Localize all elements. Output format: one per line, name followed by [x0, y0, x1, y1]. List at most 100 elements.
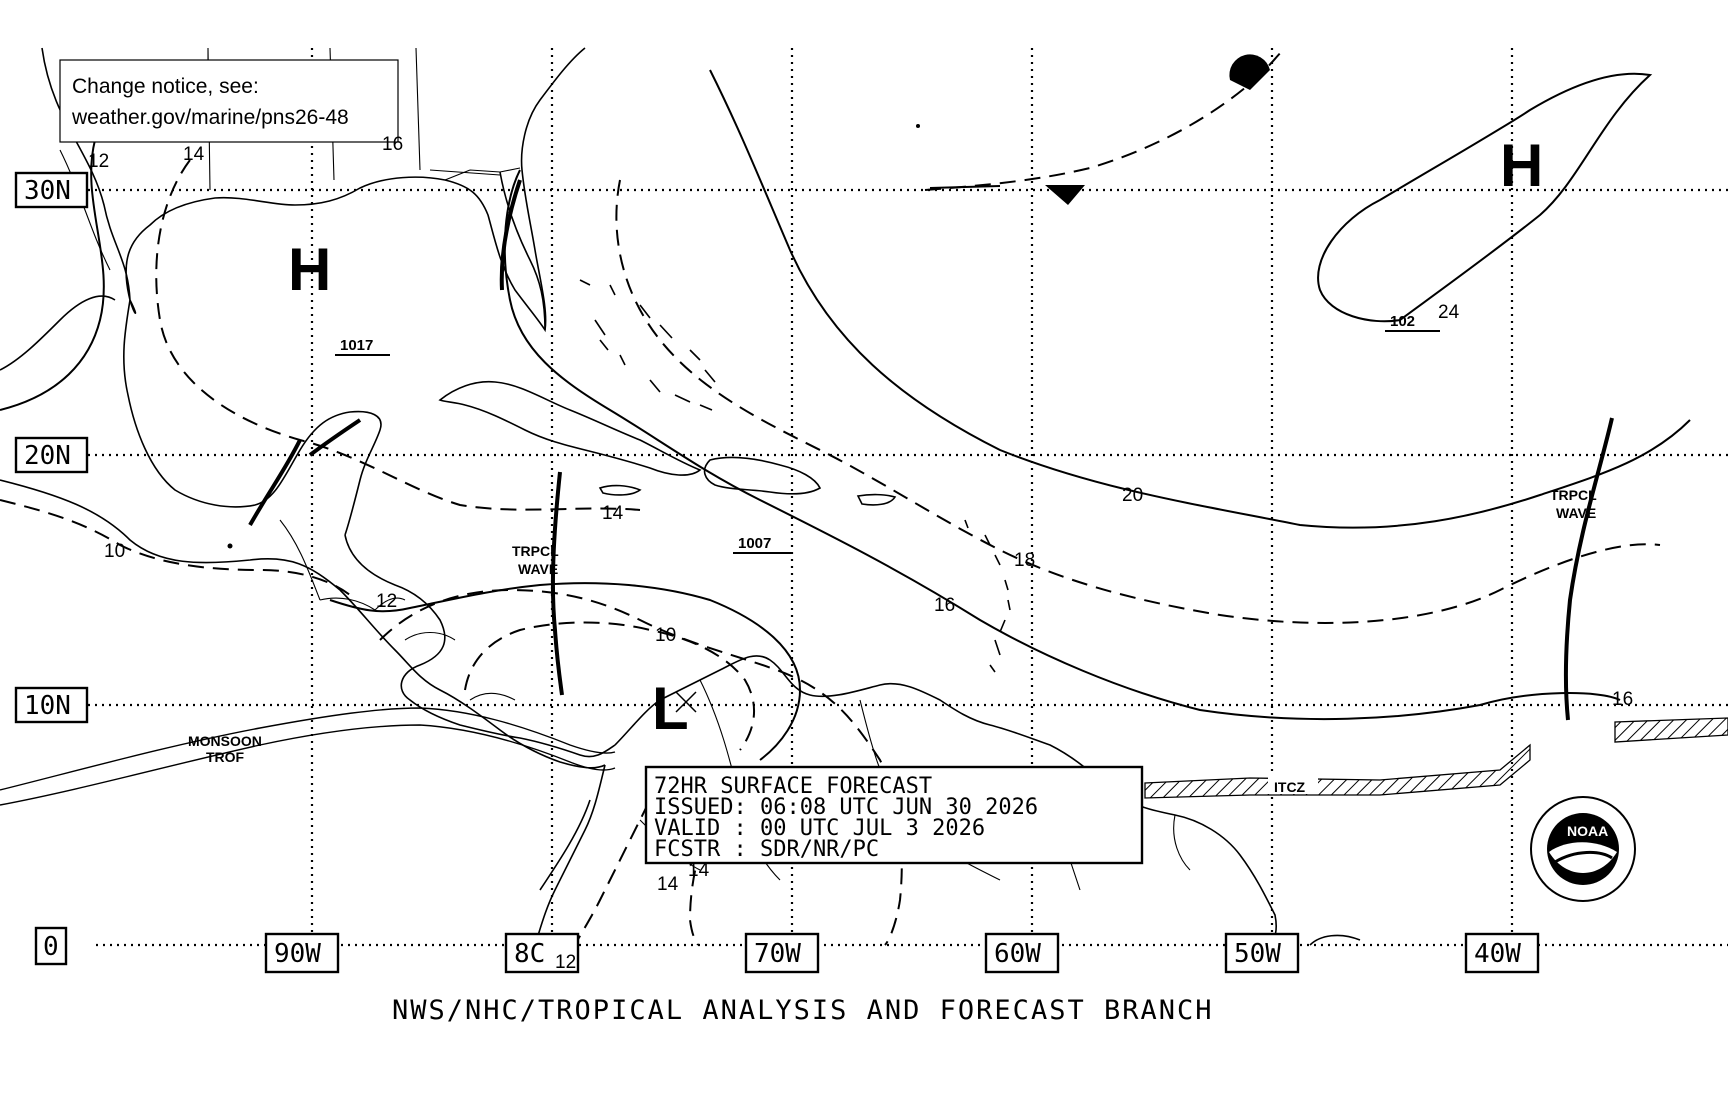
isobar-label-fl-16: 16 [382, 134, 403, 155]
isobar-16-fl [503, 169, 1621, 721]
isobar-12-west [0, 139, 105, 411]
isobar-10-low [464, 621, 756, 751]
high-atlantic-symbol: H [1500, 132, 1543, 199]
trough-yucatan-2 [308, 418, 362, 457]
monsoon-trof-label-1: MONSOON [188, 733, 262, 749]
isobar-24 [1317, 72, 1653, 323]
central-america-coast [339, 534, 616, 769]
forecast-title: 72HR SURFACE FORECAST [654, 774, 932, 799]
pressure-centers: H 1017 H 102 L 1007 [288, 132, 1543, 742]
footer-credit: NWS/NHC/TROPICAL ANALYSIS AND FORECAST B… [392, 995, 1214, 1026]
itcz-band-east [1614, 717, 1728, 743]
high-gulf-value: 1017 [340, 337, 373, 354]
isobar-label-atl-24: 24 [1438, 302, 1460, 323]
isobar-label-atl-16-east: 16 [1612, 689, 1633, 710]
florida-peninsula [499, 171, 546, 331]
isobar-14-gulf [155, 159, 641, 511]
isobar-20 [709, 69, 1691, 529]
isobar-label-sa-12: 12 [555, 952, 576, 973]
isobar-label-gulf-14: 14 [183, 144, 205, 165]
lon-label-50w: 50W [1234, 939, 1281, 969]
noaa-logo-text: NOAA [1567, 823, 1608, 839]
lon-box-60w [984, 932, 1060, 974]
monsoon-trough-north [0, 707, 616, 791]
isobar-18 [615, 179, 1661, 624]
puerto-rico-coast [856, 493, 897, 506]
lon-box-80w [504, 932, 580, 974]
isobars [0, 69, 1691, 946]
latitude-labels: 30N 20N 10N 0 [14, 171, 89, 966]
lesser-antilles [964, 519, 1011, 673]
lat-label-10n: 10N [24, 691, 71, 721]
isobar-10-pac [0, 499, 351, 596]
cold-front-triangle [1045, 185, 1085, 205]
graticule [88, 48, 1728, 947]
high-atlantic-value: 102 [1390, 313, 1415, 330]
isobar-label-ca-12: 12 [376, 591, 397, 612]
monsoon-trof-label-2: TROF [206, 749, 245, 765]
low-caribbean-value: 1007 [738, 535, 771, 552]
central-america-borders [279, 519, 516, 701]
isobar-label-gulf-12: 12 [88, 151, 109, 172]
lon-label-70w: 70W [754, 939, 801, 969]
monsoon-trough-south [0, 724, 616, 806]
lat-label-0: 0 [43, 932, 59, 962]
trough-yucatan [248, 439, 302, 526]
isobar-label-carib-14: 14 [602, 503, 624, 524]
change-notice-box[interactable]: Change notice, see: weather.gov/marine/p… [59, 59, 399, 143]
lon-label-60w: 60W [994, 939, 1041, 969]
trpcl-wave-east-label-1: TRPCL [1550, 487, 1597, 503]
mexico-pacific-coast [0, 295, 341, 591]
lat-box-30n [14, 171, 89, 209]
lat-box-20n [14, 436, 89, 474]
isobar-12-ca [329, 582, 802, 761]
africa-coast-hint [1309, 934, 1361, 946]
isobar-label-atl-16-mid: 16 [934, 595, 955, 616]
itcz-label: ITCZ [1274, 779, 1306, 795]
low-caribbean-symbol: L [652, 675, 689, 742]
mexico-us-border [59, 149, 111, 271]
trpcl-wave-west-label-1: TRPCL [512, 543, 559, 559]
lon-box-90w [264, 932, 340, 974]
stationary-front-line [924, 47, 1286, 191]
forecast-issued: ISSUED: 06:08 UTC JUN 30 2026 [654, 795, 1038, 820]
feature-labels: TRPCL WAVE TRPCL WAVE MONSOON TROF ITCZ [188, 487, 1597, 795]
lat-box-10n [14, 686, 89, 724]
warm-front-semicircle [1229, 54, 1270, 90]
cuba-coast [438, 380, 702, 476]
forecast-info-box: 72HR SURFACE FORECAST ISSUED: 06:08 UTC … [644, 765, 1144, 865]
isobar-labels: 12 14 16 24 20 18 16 16 14 10 12 10 14 1… [88, 134, 1633, 973]
south-america-pacific-coast [534, 764, 606, 946]
noaa-logo: NOAA [1530, 796, 1636, 902]
bahamas-islands [579, 279, 716, 411]
low-center-marker [227, 124, 920, 713]
tropical-wave-west-axis [550, 471, 564, 696]
tropical-wave-east-axis [1563, 417, 1614, 721]
lon-box-50w [1224, 932, 1300, 974]
lon-box-70w [744, 932, 820, 974]
lat-box-0 [34, 926, 68, 966]
hispaniola-coast [703, 456, 822, 495]
isobar-label-carib-10: 10 [655, 625, 676, 646]
tropical-features [0, 179, 1728, 806]
forecast-forecaster: FCSTR : SDR/NR/PC [654, 837, 879, 862]
isobar-label-pac-10: 10 [104, 541, 125, 562]
forecast-valid: VALID : 00 UTC JUL 3 2026 [654, 816, 985, 841]
lon-label-90w: 90W [274, 939, 321, 969]
isobar-label-sa-14b: 14 [688, 860, 710, 881]
high-gulf-symbol: H [288, 236, 331, 303]
mexico-yucatan-coast [123, 299, 382, 536]
isobar-label-atl-20: 20 [1122, 485, 1143, 506]
notice-line-1: Change notice, see: [72, 75, 259, 98]
lon-box-40w [1464, 932, 1540, 974]
notice-line-2[interactable]: weather.gov/marine/pns26-48 [71, 106, 349, 129]
isobar-label-sa-14a: 14 [657, 874, 679, 895]
frontal-boundary [924, 47, 1286, 205]
jamaica-coast [598, 484, 642, 496]
isobar-label-atl-18: 18 [1014, 550, 1035, 571]
lon-label-40w: 40W [1474, 939, 1521, 969]
south-america-north-coast [614, 655, 1277, 946]
itcz-band-west [1144, 743, 1531, 799]
trpcl-wave-east-label-2: WAVE [1556, 505, 1596, 521]
